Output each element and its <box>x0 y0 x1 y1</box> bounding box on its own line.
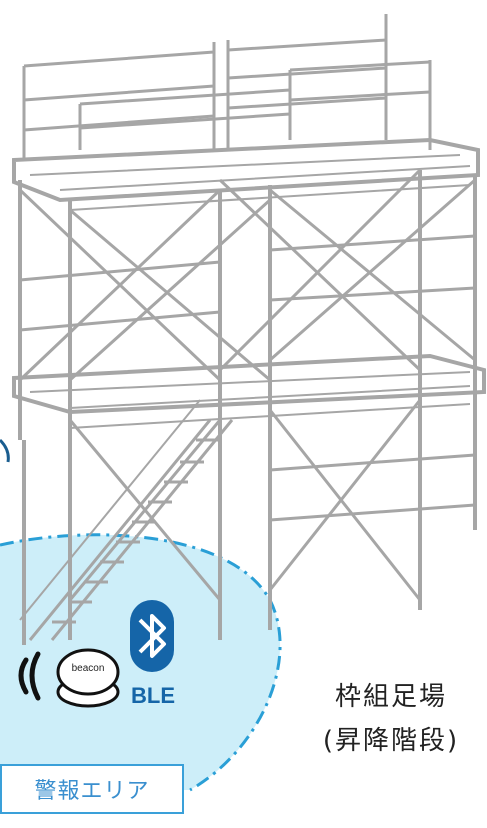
beacon-label: beacon <box>60 663 116 674</box>
ble-label: BLE <box>128 683 178 709</box>
top-guard-rail <box>24 40 386 130</box>
alarm-area-label: 警報エリア <box>34 773 149 805</box>
zone-arrow-mark <box>0 440 8 462</box>
upper-deck-planks <box>30 155 470 210</box>
upper-rail-back <box>80 62 430 128</box>
beacon-icon <box>58 650 118 706</box>
top-rail-posts <box>24 14 430 160</box>
scaffold-subtitle: (昇降階段) <box>296 720 486 757</box>
bluetooth-icon <box>130 600 174 672</box>
lower-guard-rail <box>270 455 475 520</box>
scaffold-title: 枠組足場 <box>296 676 486 713</box>
alarm-area-box: 警報エリア <box>0 764 184 814</box>
